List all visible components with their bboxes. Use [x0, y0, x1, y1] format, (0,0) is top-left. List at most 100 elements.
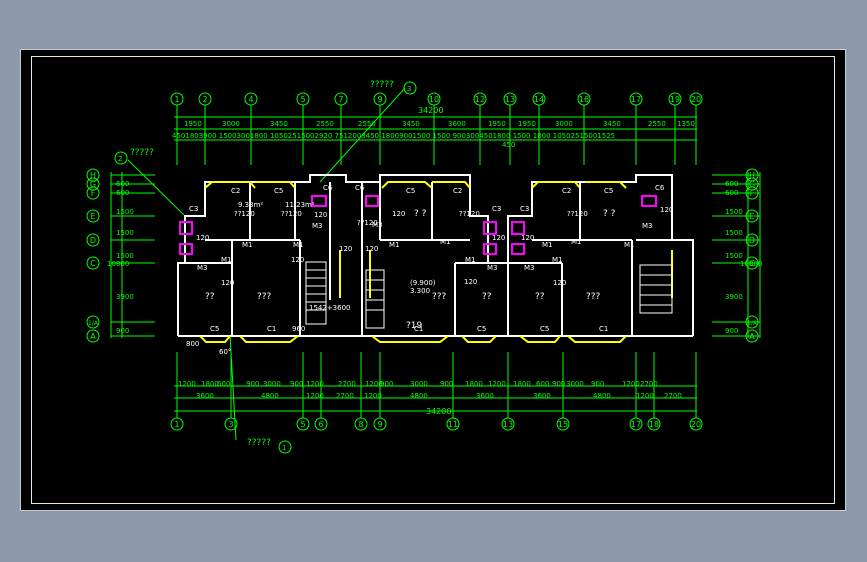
- room-label-35: M1: [571, 238, 582, 246]
- callout-left-text: ?????: [130, 148, 154, 158]
- callout-bottom-number: 1: [282, 444, 286, 452]
- svg-text:C: C: [90, 259, 96, 268]
- wall-layer: [177, 174, 694, 337]
- top-dim-12: 1350: [677, 120, 695, 128]
- svg-text:E: E: [749, 212, 754, 221]
- bottom-dim-16: 900: [552, 380, 565, 388]
- right-dim-6: 900: [725, 327, 738, 335]
- svg-text:G: G: [90, 180, 96, 189]
- bottom-dim-19: 1200: [622, 380, 640, 388]
- top-dim-1: 3000: [222, 120, 240, 128]
- room-label-64: C5: [540, 325, 549, 333]
- room-label-46: 120: [221, 279, 234, 287]
- room-label-33: M1: [440, 238, 451, 246]
- room-label-24: 120: [196, 234, 209, 242]
- svg-text:18: 18: [649, 420, 659, 429]
- axis-right-2: F: [745, 186, 759, 200]
- axis-left-3: E: [86, 209, 100, 223]
- svg-text:5: 5: [300, 95, 305, 104]
- bottom-dim-9: 900: [380, 380, 393, 388]
- bottom-total-dim: 34200: [426, 407, 451, 416]
- bottom-dim-0: 1200: [178, 380, 196, 388]
- bottom-dim2-7: 3600: [533, 392, 551, 400]
- axis-bottom-8: 8: [354, 417, 368, 431]
- room-label-38: 120: [365, 245, 378, 253]
- axis-top-20: 20: [689, 92, 703, 106]
- top-dim-6: 3600: [448, 120, 466, 128]
- room-label-27: 120: [492, 234, 505, 242]
- room-label-45: M3: [524, 264, 535, 272]
- cad-viewport[interactable]: [20, 49, 846, 511]
- bottom-dim-6: 1200: [306, 380, 324, 388]
- room-label-14: ??120: [234, 210, 255, 218]
- dimension-layer: [110, 87, 761, 441]
- right-dim-3: 1500: [725, 229, 743, 237]
- room-label-57: 1542+3600: [309, 304, 351, 312]
- room-label-17: ??120: [357, 219, 378, 227]
- left-dim-3: 1500: [116, 229, 134, 237]
- room-label-0: C2: [231, 187, 240, 195]
- svg-text:D: D: [90, 236, 96, 245]
- callout-left-number: 2: [118, 155, 122, 163]
- room-label-42: M1: [552, 256, 563, 264]
- svg-text:13: 13: [505, 95, 515, 104]
- room-label-25: M3: [312, 222, 323, 230]
- stair-layer: [305, 261, 673, 329]
- top-dim-7: 1950: [488, 120, 506, 128]
- svg-text:12: 12: [475, 95, 485, 104]
- svg-text:17: 17: [631, 95, 641, 104]
- bottom-dim-2: 600: [217, 380, 230, 388]
- axis-right-5: C: [745, 256, 759, 270]
- svg-text:1: 1: [174, 420, 179, 429]
- svg-text:H: H: [90, 171, 96, 180]
- room-label-4: C5: [406, 187, 415, 195]
- bottom-dim-18: 900: [591, 380, 604, 388]
- room-label-31: M1: [293, 241, 304, 249]
- svg-text:9: 9: [377, 95, 382, 104]
- axis-left-5: C: [86, 256, 100, 270]
- axis-top-4: 4: [244, 92, 258, 106]
- top-dims-row2: 4501803900 15003001800 10502515002920 75…: [172, 132, 615, 140]
- right-dim-4: 1500: [725, 252, 743, 260]
- right-dim-5: 3900: [725, 293, 743, 301]
- svg-text:20: 20: [691, 95, 701, 104]
- bottom-dim2-8: 4800: [593, 392, 611, 400]
- axis-right-6: 1/A: [745, 315, 759, 329]
- axis-bottom-9: 9: [373, 417, 387, 431]
- top-dim-11: 2550: [648, 120, 666, 128]
- axis-bottom-15: 15: [556, 417, 570, 431]
- bottom-dim-1: 1800: [201, 380, 219, 388]
- svg-text:11: 11: [448, 420, 458, 429]
- room-label-9: C3: [189, 205, 198, 213]
- svg-text:1/A: 1/A: [747, 320, 758, 327]
- room-label-7: C5: [604, 187, 613, 195]
- room-label-61: C1: [267, 325, 276, 333]
- svg-text:G: G: [749, 180, 755, 189]
- room-label-22: ? ?: [603, 209, 616, 219]
- room-label-50: 3.300: [410, 287, 430, 295]
- drawing-frame: [31, 56, 835, 504]
- room-label-2: C6: [323, 184, 333, 192]
- top-dim-4: 2550: [358, 120, 376, 128]
- axis-top-10: 10: [427, 92, 441, 106]
- top-dim-5: 3450: [402, 120, 420, 128]
- top-dim-10: 3450: [603, 120, 621, 128]
- axis-top-19: 19: [668, 92, 682, 106]
- bottom-dim2-3: 2700: [336, 392, 354, 400]
- svg-text:4: 4: [248, 95, 253, 104]
- top-dim-9: 3000: [555, 120, 573, 128]
- bottom-dim-5: 900: [290, 380, 303, 388]
- right-dim-0: 600: [725, 180, 738, 188]
- bottom-dim2-2: 1200: [306, 392, 324, 400]
- room-label-54: ??: [482, 292, 492, 302]
- room-label-18: 120: [392, 210, 405, 218]
- room-label-1: C5: [274, 187, 283, 195]
- room-label-53: ???: [432, 292, 447, 302]
- svg-text:E: E: [90, 212, 95, 221]
- bottom-dim2-1: 4800: [261, 392, 279, 400]
- axis-top-16: 16: [577, 92, 591, 106]
- callout-bottom-text: ?????: [247, 438, 271, 448]
- room-label-29: M3: [642, 222, 653, 230]
- axis-top-7: 7: [334, 92, 348, 106]
